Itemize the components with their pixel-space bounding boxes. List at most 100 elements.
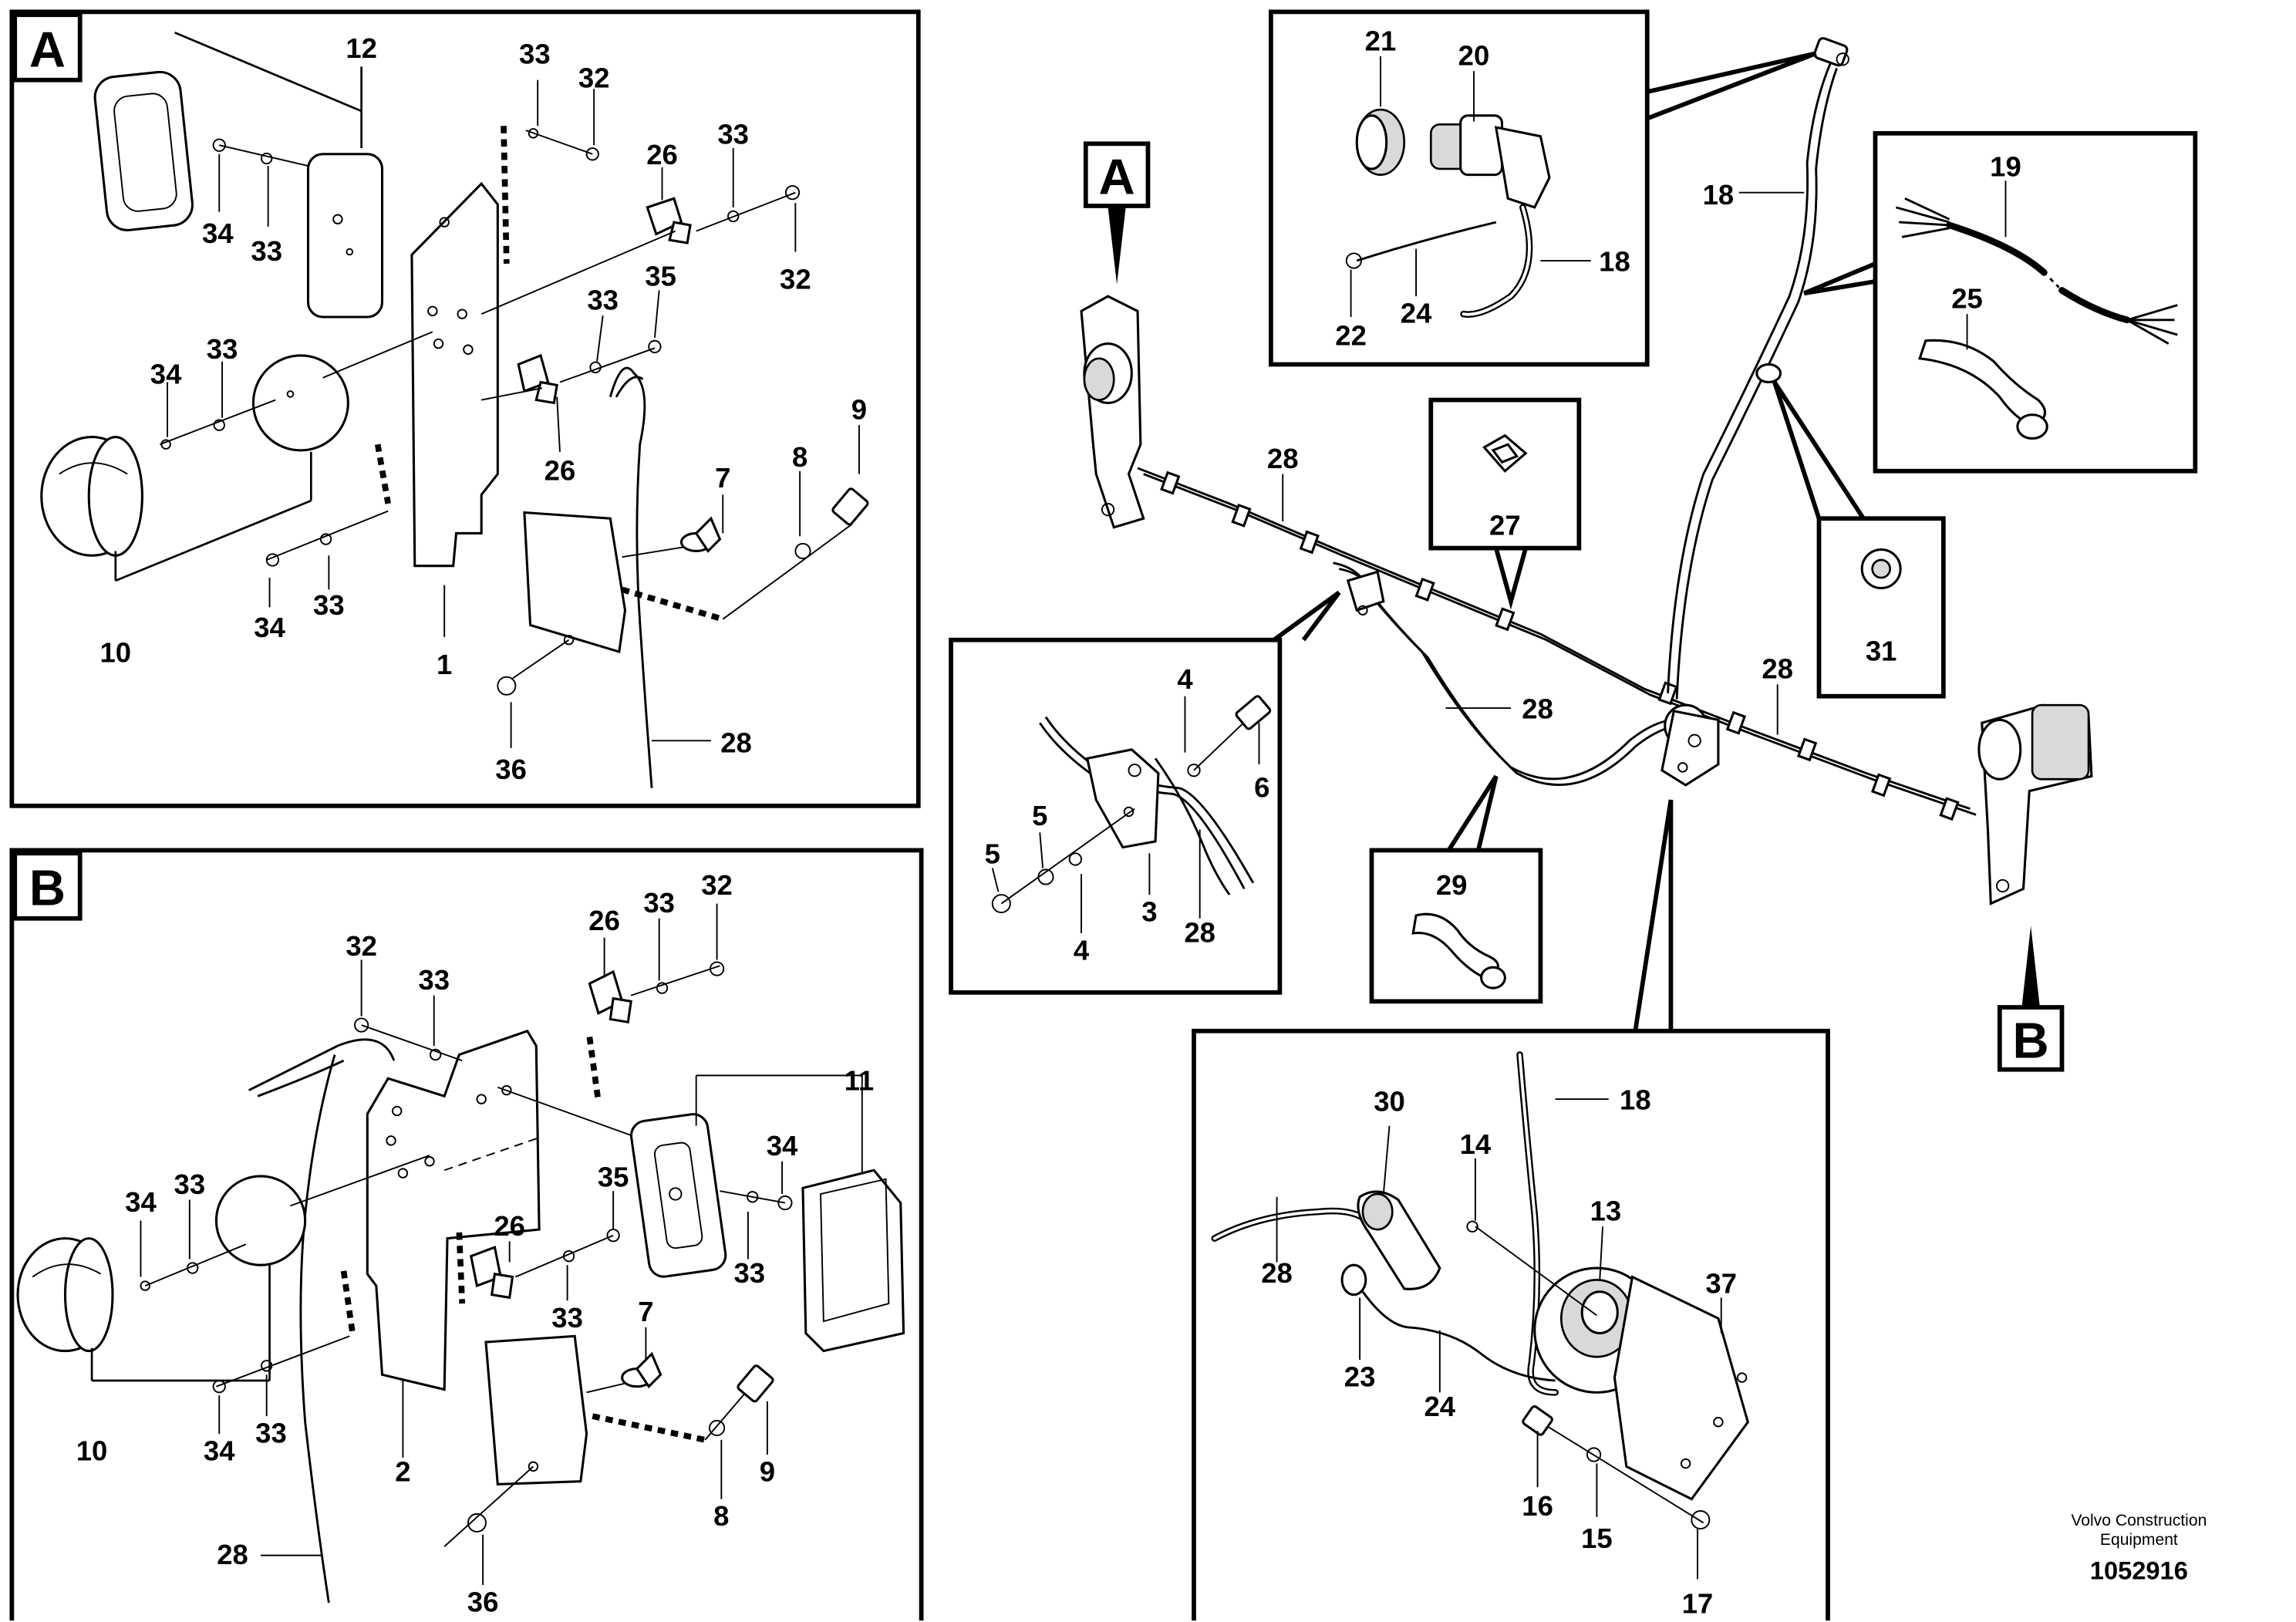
callout-b-box <box>1997 1005 2065 1072</box>
document-number: 1052916 <box>2090 1556 2188 1584</box>
label-37: 37 <box>1705 1268 1737 1300</box>
pointer-clip <box>1494 547 1528 610</box>
callout-b-letter: B <box>2013 1012 2049 1068</box>
wing-screw-7-b <box>586 1351 663 1394</box>
label-1: 1 <box>437 649 452 680</box>
label-18: 18 <box>1620 1084 1651 1116</box>
round-lamp-10-a <box>40 436 312 582</box>
bracket-37 <box>1613 1275 1749 1501</box>
label-33: 33 <box>734 1257 766 1289</box>
label-34: 34 <box>125 1186 157 1218</box>
label-5: 5 <box>985 838 1000 870</box>
bracket-3-small <box>1346 570 1385 612</box>
nut-5 <box>991 894 1011 914</box>
label-25: 25 <box>1951 282 1983 314</box>
label-22: 22 <box>1335 319 1367 351</box>
inset-hose: 29 <box>1369 848 1543 1004</box>
label-34: 34 <box>767 1130 798 1162</box>
pointer-hose <box>1446 774 1499 851</box>
panel-a-letter: A <box>29 21 66 77</box>
inset-clip: 27 <box>1428 397 1582 551</box>
label-26: 26 <box>646 139 678 170</box>
label-7: 7 <box>715 462 730 494</box>
nut-36-a <box>497 676 517 696</box>
label-33: 33 <box>418 964 450 996</box>
label-28: 28 <box>1267 443 1299 474</box>
lamp-gasket-ring <box>251 354 349 452</box>
label-8: 8 <box>792 441 807 473</box>
label-28: 28 <box>1522 693 1553 724</box>
callout-a-letter: A <box>1099 149 1135 205</box>
label-18: 18 <box>1599 245 1630 277</box>
panel-b: B <box>9 848 924 1621</box>
lamp-lens-plate <box>306 153 384 319</box>
label-34: 34 <box>204 1435 235 1467</box>
left-lamp-assembly <box>1080 295 1145 529</box>
screw-34-a <box>212 138 226 152</box>
label-28: 28 <box>1184 917 1215 949</box>
label-24: 24 <box>1424 1391 1456 1422</box>
grommet-on-cable <box>1755 363 1782 384</box>
sleeve-30 <box>1357 1190 1441 1290</box>
round-lamp-10-b <box>16 1237 271 1382</box>
label-33: 33 <box>717 118 749 150</box>
inset-connector: 21 20 18 22 24 <box>1268 9 1650 367</box>
mud-flap-plate-b <box>443 1334 588 1547</box>
rear-lamp-housing-b <box>801 1168 905 1353</box>
label-10: 10 <box>100 637 132 669</box>
wire-19 <box>1895 197 2178 345</box>
footer: Volvo Construction Equipment 1052916 <box>2071 1512 2207 1584</box>
clip-26-b-lower <box>469 1246 514 1300</box>
label-9: 9 <box>851 394 867 426</box>
label-32: 32 <box>780 264 811 295</box>
socket-assembly <box>1660 703 1720 787</box>
panel-a-badge <box>12 12 83 83</box>
label-33: 33 <box>313 589 345 621</box>
panel-a-frame <box>9 9 921 808</box>
label-21: 21 <box>1365 25 1397 56</box>
label-34: 34 <box>254 612 285 643</box>
label-31: 31 <box>1866 636 1897 667</box>
label-33: 33 <box>251 235 282 267</box>
plug-20 <box>1429 114 1551 209</box>
right-lamp-assembly <box>1977 703 2093 905</box>
label-32: 32 <box>346 930 377 962</box>
label-19: 19 <box>1990 151 2021 183</box>
brand-line-2: Equipment <box>2100 1531 2178 1549</box>
panel-b-badge <box>12 851 83 921</box>
label-17: 17 <box>1682 1588 1714 1620</box>
label-26: 26 <box>544 454 576 486</box>
label-33: 33 <box>207 333 238 365</box>
label-4: 4 <box>1074 935 1090 966</box>
nut-36-b <box>467 1512 487 1533</box>
mud-flap-plate-a <box>511 511 627 679</box>
label-15: 15 <box>1581 1523 1613 1554</box>
lamp-gasket-ring-b <box>214 1175 307 1266</box>
label-33: 33 <box>551 1302 583 1334</box>
label-13: 13 <box>1590 1195 1622 1227</box>
top-connector <box>1813 37 1849 67</box>
label-14: 14 <box>1460 1128 1492 1160</box>
clip-26-a <box>480 197 692 315</box>
label-34: 34 <box>150 358 182 389</box>
label-27: 27 <box>1489 509 1521 541</box>
label-20: 20 <box>1458 40 1490 72</box>
pointer-grommet <box>1772 380 1866 520</box>
inset-bracket: 4 6 5 5 3 28 4 <box>949 637 1283 995</box>
label-35: 35 <box>645 261 676 292</box>
mounting-bracket-1 <box>410 181 499 568</box>
label-10: 10 <box>76 1435 108 1467</box>
ring-terminal-23 <box>1340 1263 1556 1382</box>
label-33: 33 <box>255 1418 287 1449</box>
dust-cap-21 <box>1355 108 1406 176</box>
cable-clips <box>1160 470 1960 821</box>
inset-socket: 30 18 14 13 28 37 23 24 16 15 17 <box>1192 1028 1830 1621</box>
panel-a: A <box>9 9 921 808</box>
wing-screw-7-a <box>622 516 722 558</box>
mounting-bracket-2 <box>366 1029 541 1391</box>
label-5: 5 <box>1032 800 1047 831</box>
callout-a-arrow <box>1108 207 1126 285</box>
lamp-lens-plate-b <box>629 1113 727 1278</box>
